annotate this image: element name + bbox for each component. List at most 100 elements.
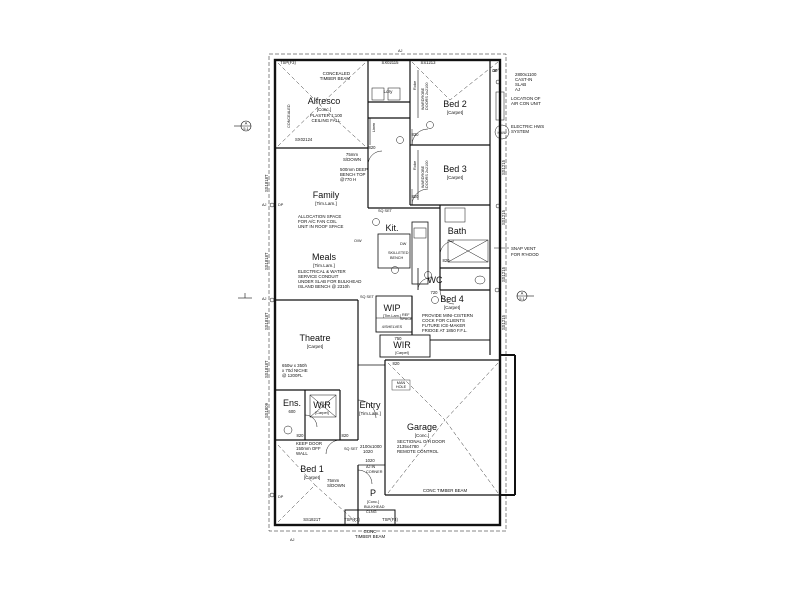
section-marker-left: A 5.1	[234, 120, 252, 132]
dim-sx-alfresco: SX02124	[295, 137, 313, 142]
note-hws-1: ELECTRIC HWS	[511, 124, 544, 129]
note-ice-maker-1: PROVIDE MINI-CISTERN	[422, 313, 473, 318]
note-electrical-2: SERVICE CONDUIT	[298, 274, 339, 279]
note-aircon-1: LOCATION OF	[511, 96, 541, 101]
section-marker-left-top: A	[245, 122, 248, 126]
section-marker-right: A 5.1	[516, 290, 534, 302]
room-garage-floor: [Conc.]	[415, 433, 430, 438]
dim-tsp-top: TSP(F3)	[280, 60, 296, 65]
note-slab-2: CAST-IN	[515, 77, 532, 82]
note-conc-beam-garage: CONC TIMBER BEAM	[423, 488, 468, 493]
note-bench-1: 500mm DEEP	[340, 167, 368, 172]
dim-left-ss-1: SS1818T	[264, 252, 269, 270]
note-keep-door-1: KEEP DOOR	[296, 441, 322, 446]
note-slab-3: SLAB	[515, 82, 526, 87]
dim-right-ss-0: SS1215	[501, 159, 506, 175]
room-wir-bed4: WIR	[393, 340, 411, 350]
note-slab-4: AJ	[515, 87, 520, 92]
dim-right-ss-1: SS1215	[501, 209, 506, 225]
room-wip-floor: [Tim.Lam.]	[383, 314, 401, 318]
note-bulkhead-2: CLNG	[366, 510, 377, 514]
dim-30: 30°	[493, 68, 500, 73]
note-sq-set-2: SQ SET	[360, 295, 375, 299]
note-aj-1: AJ	[262, 203, 267, 207]
room-bath: Bath	[448, 226, 467, 236]
note-keep-door-3: WALL	[296, 451, 308, 456]
note-dp-3: DP	[492, 69, 498, 73]
plan-notes: CONCEALED TIMBER BEAM PLASTER 1:100 CEIL…	[262, 49, 544, 542]
room-entry-floor: [Tim.Lam.]	[359, 411, 381, 416]
note-dp-2: DP	[278, 495, 284, 499]
note-concealed-beam-1: CONCEALED	[323, 71, 350, 76]
dim-door-1: 820	[412, 194, 420, 199]
note-door-size-2: 1020	[363, 449, 373, 454]
note-wardrobe-bed2-2: DOORS 2x2100	[425, 83, 429, 110]
note-niche-2: x 70d NICHE	[282, 368, 308, 373]
note-hws-2: SYSTEM	[511, 129, 529, 134]
note-allocation-2: FOR A/C FAN COIL	[298, 219, 337, 224]
room-garage: Garage	[407, 422, 437, 432]
note-niche-3: @ 1200FL	[282, 373, 303, 378]
note-niche-1: 650w x 350h	[282, 363, 307, 368]
room-bed1: Bed 1	[300, 464, 324, 474]
room-wip: WIP	[384, 303, 401, 313]
note-snap-vent-2: FOR R'HOOD	[511, 252, 539, 257]
dim-door-2: 820	[369, 145, 377, 150]
note-conc-timber-beam-1: CONC	[364, 529, 377, 534]
note-snap-vent-1: SNAP VENT	[511, 246, 536, 251]
dim-tsp-bottom-0: TSP(F3)	[344, 517, 360, 522]
section-marker-right-top: A	[521, 292, 524, 296]
note-keep-door-2: 150mm OFF	[296, 446, 321, 451]
room-bed1-floor: [Carpet]	[304, 475, 320, 480]
note-slab-1: 2800x1100	[515, 72, 537, 77]
note-aj-2: AJ	[262, 297, 267, 301]
room-bed2-floor: [Carpet]	[447, 110, 463, 115]
note-allocation-1: ALLOCATION SPACE	[298, 214, 341, 219]
note-garage-door-3: REMOTE CONTROL	[397, 449, 439, 454]
note-shelves: 4/SHELVES	[382, 325, 403, 329]
room-labels: Alfresco [Conc.] Ldry Bed 2 [Carpet] Bed…	[283, 89, 467, 504]
note-plaster-2: CEILING FALL	[311, 118, 341, 123]
note-concealed-side: CONCEALED	[287, 104, 291, 128]
dim-ss-top: SS1213	[421, 60, 437, 65]
dim-right-ss-3: SS1215	[501, 314, 506, 330]
note-wardrobe-bed3-2: DOORS 2x2100	[425, 161, 429, 188]
note-step-down-bed1-2: S/DOWN	[327, 483, 345, 488]
note-step-down-top-2: S/DOWN	[343, 157, 361, 162]
room-bed4-floor: [Carpet]	[444, 305, 460, 310]
room-bed3-floor: [Carpet]	[447, 175, 463, 180]
note-step-down-top-1: 75mm	[346, 152, 359, 157]
note-man-hole-1: MAN	[397, 381, 406, 385]
note-linen: Linen	[372, 123, 376, 132]
room-family-floor: [Tim.Lam.]	[315, 201, 337, 206]
dim-door-5: 820	[393, 361, 401, 366]
room-wir-bed1-floor: [Carpet]	[315, 411, 329, 415]
room-ens: Ens.	[283, 398, 301, 408]
room-ldry: Ldry	[384, 89, 394, 94]
dim-left-ss-3: SS1818T	[264, 360, 269, 378]
note-bench-label-1: SKILLETED	[388, 251, 409, 255]
fixtures	[269, 79, 510, 498]
note-ice-maker-2: COCK FOR CLIENTS	[422, 318, 465, 323]
dimension-labels: SX02115 SS1213 TSP(F3) SX02124 30° SS121…	[264, 60, 506, 522]
note-ice-maker-3: FUTURE ICE-MAKER	[422, 323, 465, 328]
dim-door-10: 600	[289, 409, 297, 414]
room-wc: WC	[428, 275, 443, 285]
dim-door-7: 820	[342, 433, 350, 438]
note-aj-4: AJ	[290, 538, 295, 542]
note-concealed-beam-2: TIMBER BEAM	[320, 76, 351, 81]
dim-door-8: 820	[297, 433, 305, 438]
dim-left-ss-4: SS1809	[264, 402, 269, 418]
note-sq-set-1: SQ SET	[378, 209, 393, 213]
note-robe-bed2: Robe	[413, 81, 417, 90]
note-garage-door-2: 2135x4780	[397, 444, 419, 449]
room-porch-floor: [Conc.]	[367, 500, 379, 504]
note-door-size-1: 2100x1000	[360, 444, 382, 449]
dim-left-ss-0: SS1818T	[264, 174, 269, 192]
room-porch: P	[370, 488, 376, 498]
note-conc-timber-beam-2: TIMBER BEAM	[355, 534, 386, 539]
section-marker-left-bottom: 5.1	[243, 127, 248, 131]
room-bed3: Bed 3	[443, 164, 467, 174]
room-wir-bed4-floor: [Carpet]	[395, 351, 409, 355]
internal-walls	[275, 60, 500, 525]
